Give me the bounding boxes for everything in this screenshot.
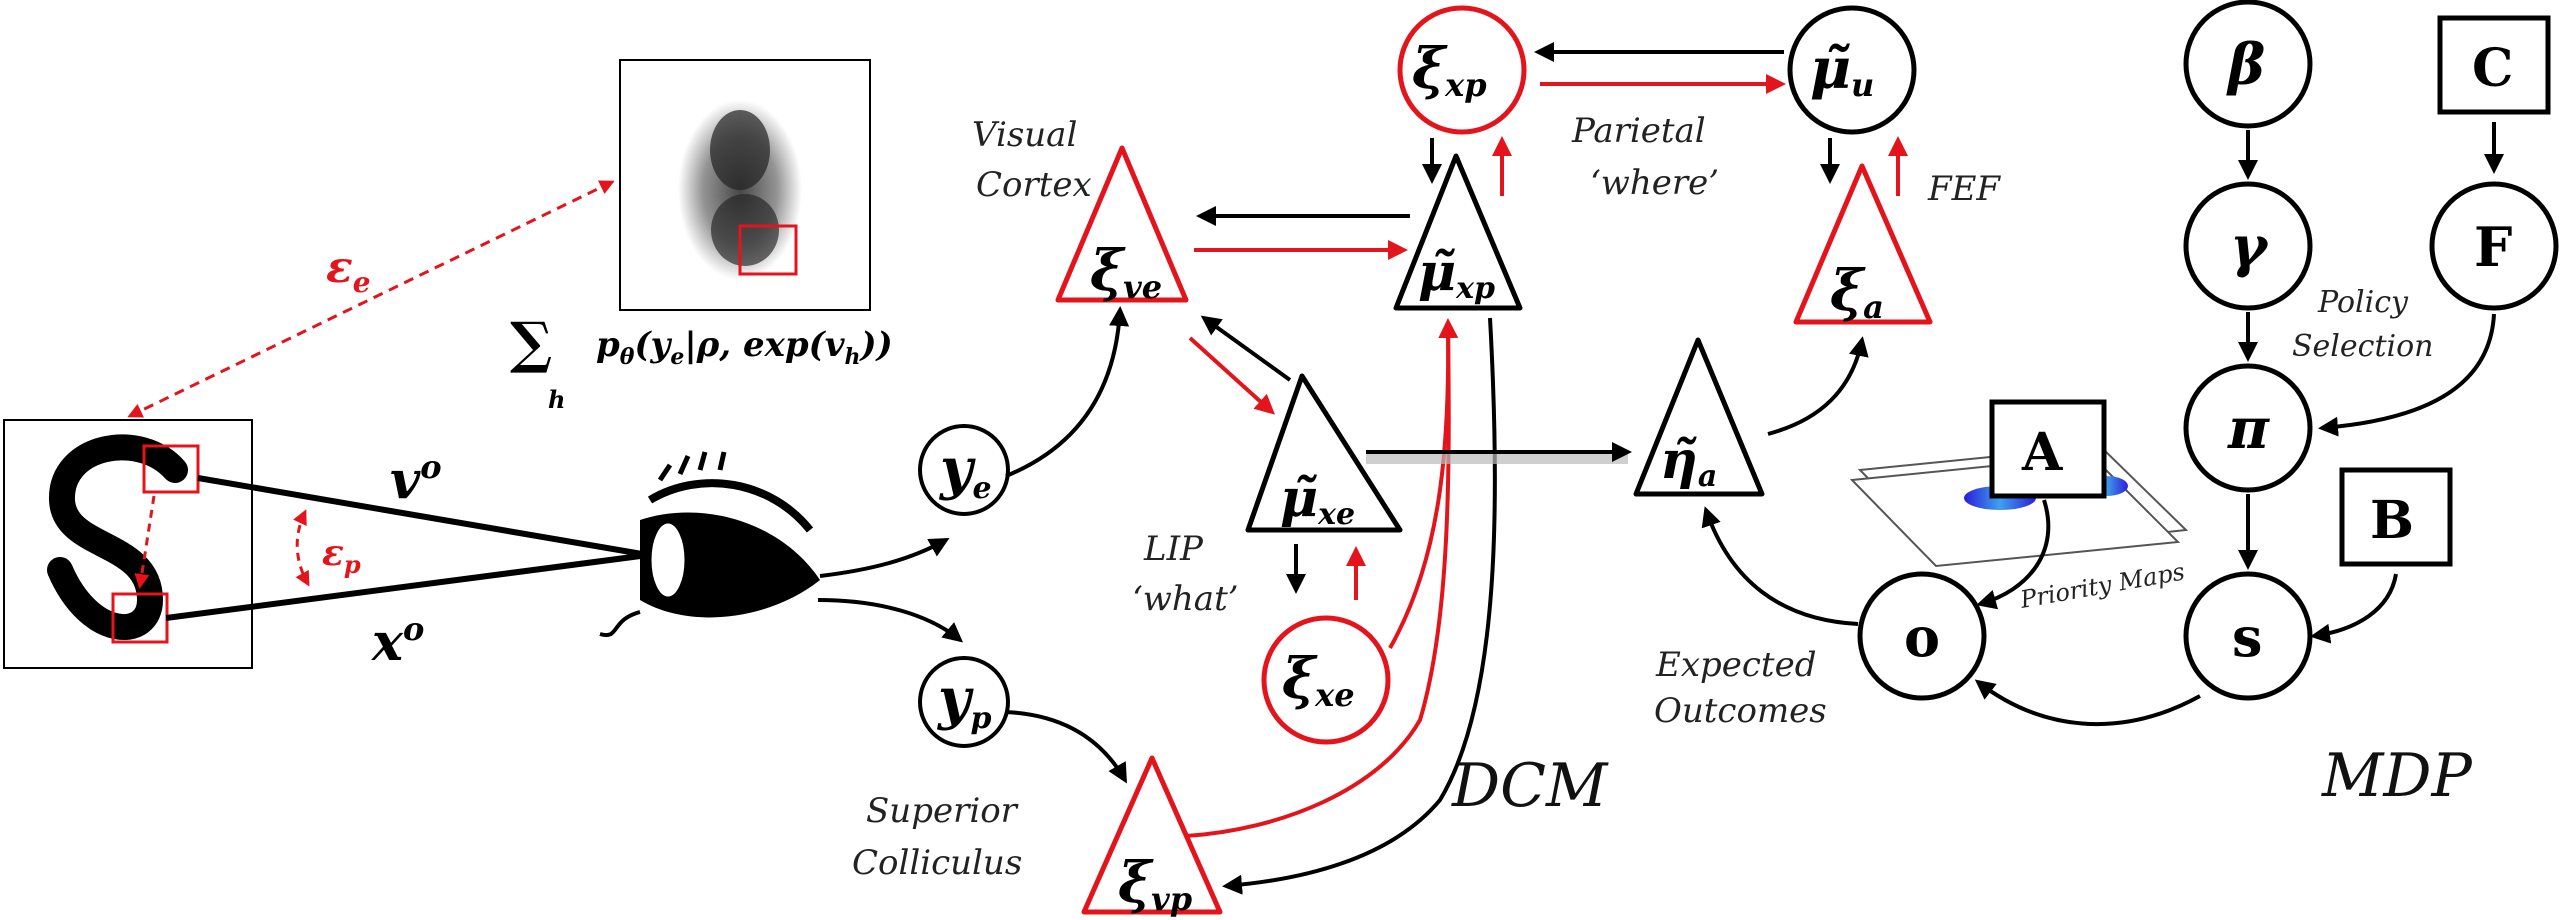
svg-text:yp: yp — [936, 666, 992, 736]
v-o-label: vo — [390, 448, 442, 511]
svg-text:∑: ∑ — [510, 310, 552, 376]
node-mu-xp: μ̃xp — [1393, 153, 1523, 311]
svg-text:μ̃xe: μ̃xe — [1280, 468, 1355, 532]
svg-text:C: C — [2472, 38, 2513, 99]
node-xi-vp: ξvp — [1081, 755, 1223, 918]
node-beta: β — [2183, 0, 2313, 129]
label-cortex: Cortex — [976, 165, 1092, 205]
node-C: C — [2437, 15, 2551, 115]
svg-text:o: o — [1904, 605, 1940, 669]
node-gamma: γ — [2183, 181, 2313, 311]
digit-image-panel — [3, 419, 253, 669]
node-o: o — [1857, 571, 1987, 701]
likelihood-formula: ∑ h pθ(ye|ρ, exp(vh)) — [510, 310, 893, 414]
svg-text:B: B — [2370, 490, 2414, 551]
eps-p-label: εp — [322, 532, 361, 579]
label-where: ‘where’ — [1590, 163, 1719, 203]
svg-text:β: β — [2226, 32, 2265, 98]
svg-text:Priority Maps: Priority Maps — [2017, 557, 2187, 614]
node-y-e: ye — [918, 424, 1010, 516]
node-B: B — [2339, 467, 2453, 567]
svg-text:s: s — [2232, 605, 2262, 669]
label-colliculus: Colliculus — [852, 843, 1022, 883]
label-parietal: Parietal — [1571, 111, 1706, 151]
node-xi-xe: ξxe — [1261, 615, 1391, 745]
node-F: F — [2429, 181, 2559, 311]
label-outcomes: Outcomes — [1654, 691, 1827, 731]
label-policy: Policy — [2317, 285, 2409, 320]
node-eta-a: η̃a — [1633, 337, 1765, 497]
node-mu-xe: μ̃xe — [1245, 373, 1403, 533]
label-lip: LIP — [1143, 529, 1204, 569]
node-xi-a: ξa — [1793, 163, 1933, 326]
svg-text:ye: ye — [938, 436, 992, 506]
svg-text:μ̃xp: μ̃xp — [1418, 242, 1495, 306]
label-mdp: MDP — [2321, 741, 2474, 811]
svg-text:ξve: ξve — [1090, 238, 1162, 306]
svg-text:ξvp: ξvp — [1118, 850, 1192, 918]
svg-text:A: A — [2021, 422, 2063, 483]
label-superior: Superior — [866, 791, 1019, 831]
svg-text:F: F — [2474, 215, 2512, 279]
svg-text:pθ(ye|ρ, exp(vh)): pθ(ye|ρ, exp(vh)) — [596, 325, 893, 370]
label-selection: Selection — [2292, 329, 2434, 364]
reconstruction-image-panel — [619, 59, 871, 311]
svg-text:γ: γ — [2230, 214, 2270, 280]
eps-e-label: εe — [326, 242, 371, 299]
node-xi-ve: ξve — [1055, 145, 1189, 306]
label-dcm: DCM — [1451, 751, 1609, 821]
label-visual: Visual — [972, 115, 1077, 155]
node-y-p: yp — [918, 656, 1010, 748]
node-mu-u: μ̃u — [1787, 5, 1917, 135]
svg-text:ξa: ξa — [1830, 258, 1884, 326]
svg-text:π: π — [2227, 396, 2270, 462]
label-fef: FEF — [1927, 169, 2001, 209]
node-pi: π — [2183, 363, 2313, 493]
eye-icon — [599, 451, 820, 638]
svg-text:μ̃u: μ̃u — [1810, 36, 1874, 104]
svg-text:η̃a: η̃a — [1660, 430, 1717, 494]
node-A: A — [1989, 399, 2107, 499]
label-what: ‘what’ — [1132, 579, 1239, 619]
fixation-box-top — [142, 444, 200, 494]
label-expected: Expected — [1655, 645, 1816, 685]
svg-text:h: h — [548, 385, 565, 414]
x-o-label: xo — [371, 610, 424, 673]
node-xi-xp: ξxp — [1397, 5, 1527, 135]
svg-text:ξxe: ξxe — [1282, 646, 1355, 714]
svg-text:ξxp: ξxp — [1412, 36, 1487, 104]
node-s: s — [2183, 571, 2313, 701]
